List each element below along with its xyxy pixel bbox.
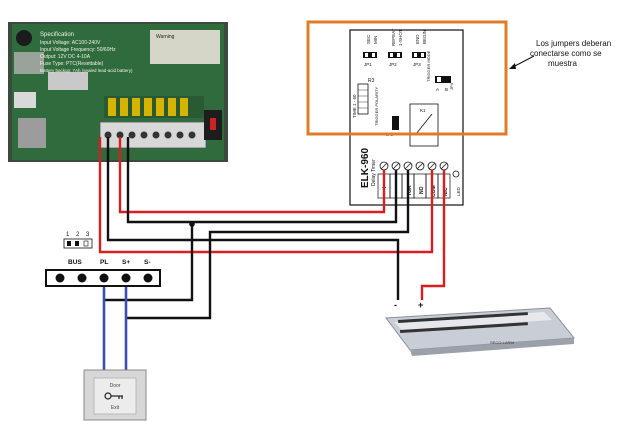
jumper-jp1: SEC MIN JP1 [363, 34, 378, 67]
terminal-com: COM [431, 185, 437, 197]
svg-text:JP2: JP2 [389, 62, 397, 67]
k1-label: K1 [420, 108, 426, 113]
magnetic-lock: - + SECO-LARM [385, 300, 575, 356]
r3-label: R3 [368, 78, 375, 84]
spec-line-5: Battery backup: 7Ah (sealed lead-acid ba… [40, 68, 133, 73]
wire-red-psu-to-timer-plus [118, 137, 386, 214]
spec-line-3: Output: 12V DC 4-10A [40, 54, 91, 60]
wire-black-psu-to-timer-minus [126, 137, 398, 224]
jumper-highlight-box [306, 20, 508, 136]
jumper-jp3: END BEGIN JP3 [412, 30, 427, 67]
spec-line-1: Input Voltage: AC100-240V [40, 40, 101, 46]
terminal-label-bus: BUS [68, 259, 82, 266]
terminal-nc: N/C [443, 187, 449, 196]
spec-line-2: Input Voltage Frequency: 50/60Hz [40, 47, 116, 53]
terminal-label-pl: PL [100, 259, 108, 266]
svg-text:END: END [415, 34, 420, 44]
led-indicator [452, 170, 460, 178]
spec-line-4: Fuse Type: PTC(Resettable) [40, 61, 104, 67]
wire-black-psu-to-maglock [106, 137, 400, 300]
warning-sticker [150, 30, 220, 64]
exit-button-top-text: Door [110, 383, 121, 389]
maglock-plus-label: + [418, 300, 423, 310]
jumper-jp2: REPEAT 1-SHOT JP2 [388, 28, 403, 67]
terminal-label-s-minus: S- [144, 259, 151, 266]
wire-red-psu-to-com [98, 137, 434, 254]
label-sticker [48, 72, 88, 90]
terminal-no: NO [419, 186, 425, 194]
mode-b-label: B [445, 87, 448, 92]
terminal-tgr: TGR [407, 185, 413, 196]
wires [98, 137, 446, 374]
panel-terminal-strip: BUS PL S+ S- [45, 259, 161, 287]
power-supply: Warning Specification Input Voltage: AC1… [8, 22, 228, 162]
trigger-polarity-label: TRIGGER POLARITY [374, 87, 379, 126]
component-gray [18, 118, 46, 148]
svg-text:3: 3 [86, 232, 90, 238]
warning-text: Warning [156, 34, 175, 40]
svg-text:JP3: JP3 [413, 62, 421, 67]
capacitor [16, 30, 32, 46]
relay-k1 [409, 103, 439, 147]
mode-a-label: A [436, 87, 439, 92]
wire-black-tgr-to-panel [126, 170, 410, 320]
timer-subtitle: Delay Timer [371, 159, 377, 186]
wire-junction [189, 221, 195, 227]
trigger-mode-label: TRIGGER MODE [426, 50, 431, 82]
key-icon [104, 392, 123, 400]
jumper-jp5 [392, 116, 399, 130]
time-range-label: TIME 1 - 60 [352, 94, 357, 118]
timer-terminal-screws [379, 161, 449, 171]
wire-black-pl-branch [104, 224, 194, 302]
panel-pin-header: 1 2 3 [63, 232, 93, 249]
delay-timer: SEC MIN JP1 REPEAT 1-SHOT JP2 END BEGIN … [349, 28, 464, 206]
r3-potentiometer [357, 83, 369, 115]
svg-text:1-SHOT: 1-SHOT [398, 29, 403, 46]
svg-text:2: 2 [76, 232, 80, 238]
timer-model: ELK-960 [360, 148, 371, 188]
output-terminal-strip [99, 121, 207, 149]
exit-button-bottom-text: Exit [111, 405, 120, 411]
spec-line-0: Specification [40, 32, 74, 38]
transformer [14, 52, 44, 74]
svg-text:SEC: SEC [366, 34, 371, 44]
maglock-minus-label: - [394, 300, 397, 310]
svg-text:BEGIN: BEGIN [422, 30, 427, 44]
svg-text:MIN: MIN [373, 36, 378, 44]
annotation-line-2: conectarse como se [530, 49, 602, 58]
led-label: LED [456, 186, 461, 196]
svg-text:REPEAT: REPEAT [391, 28, 396, 46]
jumper-jp4 [435, 76, 451, 83]
terminal-label-s-plus: S+ [122, 259, 130, 266]
component-white [14, 92, 36, 108]
svg-text:JP1: JP1 [364, 62, 372, 67]
annotation-line-1: Los jumpers deberan [536, 39, 611, 48]
fuse-row [104, 96, 204, 118]
maglock-brand: SECO-LARM [490, 340, 514, 345]
svg-text:1: 1 [66, 232, 70, 238]
jp4-label: JP4 [449, 82, 454, 90]
exit-button: Door Exit [83, 369, 147, 421]
annotation-line-3: muestra [548, 59, 577, 68]
wire-red-nc-to-maglock [420, 170, 446, 300]
